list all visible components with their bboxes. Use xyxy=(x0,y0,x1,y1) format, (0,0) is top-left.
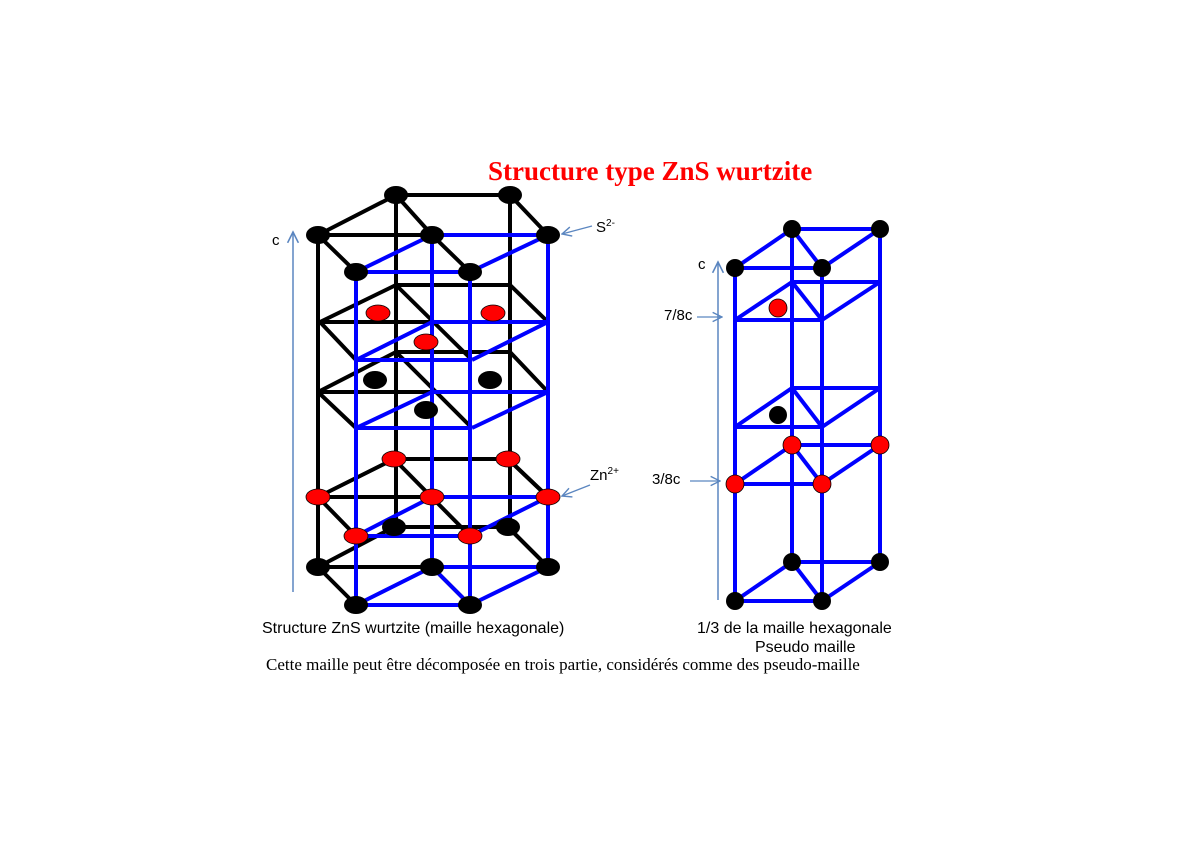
sulfur-symbol: S xyxy=(596,219,607,236)
footer-note: Cette maille peut être décomposée en tro… xyxy=(266,655,860,674)
zinc-atoms-right xyxy=(725,298,890,494)
sulfur-atoms-right xyxy=(726,220,889,610)
zinc-charge: 2+ xyxy=(607,466,619,477)
sulfur-pointer-arrow xyxy=(562,225,593,234)
marker-7-8c-label: 7/8c xyxy=(664,307,693,324)
sulfur-atoms-left xyxy=(306,186,560,614)
zinc-atoms-left xyxy=(305,304,561,545)
sulfur-ion-label: S2- xyxy=(596,218,615,236)
zinc-ion-label: Zn2+ xyxy=(590,466,619,484)
left-caption: Structure ZnS wurtzite (maille hexagonal… xyxy=(262,620,565,637)
blue-frame xyxy=(354,233,550,607)
sulfur-charge: 2- xyxy=(606,218,615,229)
c-axis-label-right: c xyxy=(698,256,706,273)
zinc-symbol: Zn xyxy=(590,467,608,484)
right-caption-line2: Pseudo maille xyxy=(755,639,856,656)
hexagonal-cell-left xyxy=(293,186,593,614)
right-caption-line1: 1/3 de la maille hexagonale xyxy=(697,620,892,637)
page-title: Structure type ZnS wurtzite xyxy=(488,156,813,186)
marker-3-8c-label: 3/8c xyxy=(652,471,681,488)
c-axis-label-left: c xyxy=(272,232,280,249)
zinc-pointer-arrow xyxy=(562,484,591,496)
pseudo-cell-right xyxy=(690,220,890,610)
black-frame xyxy=(316,193,550,607)
blue-frame-right xyxy=(733,227,882,603)
